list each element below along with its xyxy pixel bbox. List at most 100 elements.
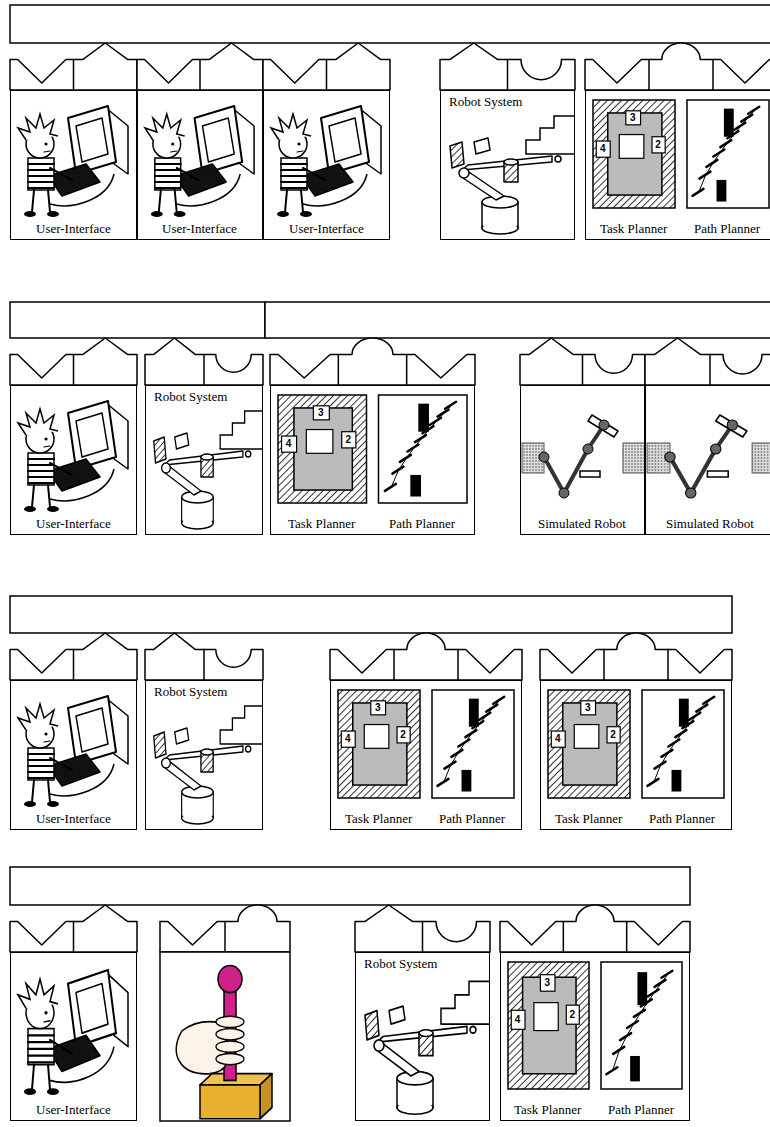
module-label: Task Planner [555, 811, 622, 826]
body [28, 748, 54, 780]
module-label: Task Planner [345, 811, 412, 826]
leg [48, 485, 50, 507]
robot-module: Robot System [145, 680, 263, 830]
task-block [313, 406, 329, 420]
callout-number: 2 [610, 729, 616, 740]
task-block [581, 701, 596, 715]
shoe [277, 211, 289, 217]
tab-divider [582, 354, 584, 385]
obstacle [630, 1056, 640, 1081]
shoe [24, 1088, 36, 1095]
stripe [28, 1061, 54, 1063]
module-label: User-Interface [289, 221, 364, 236]
connector-tab [585, 43, 770, 90]
stripe [155, 175, 181, 177]
mouth [171, 151, 177, 152]
path-step [713, 150, 724, 157]
tab-divider [73, 649, 75, 680]
path-step [445, 402, 456, 409]
tab-divider [203, 649, 205, 680]
module-label: Path Planner [608, 1102, 674, 1117]
task-block [342, 432, 356, 448]
screen [76, 413, 108, 457]
finger [216, 1053, 244, 1064]
planner-module: Task PlannerPath Planner342 [540, 680, 732, 830]
stripe [28, 482, 54, 484]
leg [48, 1065, 50, 1090]
mouth [44, 446, 50, 447]
gripper [246, 451, 251, 457]
obstacle [679, 699, 689, 727]
interface-module: User-Interface [10, 680, 137, 830]
leg [32, 1065, 34, 1090]
module-label: Path Planner [694, 221, 760, 236]
obstacle [752, 443, 770, 473]
tab-divider [73, 921, 75, 952]
stripe [155, 163, 181, 165]
shoe [24, 801, 36, 807]
callout-number: 3 [318, 407, 324, 418]
tab-divider [73, 59, 75, 90]
module-label: User-Interface [36, 221, 111, 236]
path-step [703, 697, 714, 704]
tab-divider [326, 59, 328, 90]
mouth [44, 741, 50, 742]
path-step [479, 713, 490, 720]
tab-divider [648, 59, 650, 90]
path-step [727, 131, 738, 138]
path-step [675, 730, 686, 737]
callout-number: 3 [375, 702, 381, 713]
module-label: User-Interface [36, 1102, 111, 1117]
planner-module: Task PlannerPath Planner342 [500, 952, 690, 1121]
user-interface-picture [18, 401, 128, 512]
path-step [465, 730, 476, 737]
tab-divider [393, 649, 395, 680]
interface-module: User-Interface [10, 952, 137, 1121]
tab-divider [199, 59, 201, 90]
finger [216, 1041, 244, 1052]
task-map [548, 690, 630, 798]
path-step [689, 713, 700, 720]
obstacle [637, 972, 647, 1005]
tab-divider [338, 354, 340, 385]
joint [162, 463, 171, 473]
connector-tab [10, 338, 137, 385]
screen [76, 118, 108, 162]
bar [707, 471, 728, 477]
module-label: Robot System [154, 684, 227, 699]
block [365, 1011, 379, 1040]
stripe [28, 759, 54, 761]
path-map [601, 962, 682, 1089]
stripe [281, 181, 307, 183]
module-label: Path Planner [649, 811, 715, 826]
joint [374, 1040, 384, 1051]
gripper [555, 156, 561, 162]
bus-bar [10, 867, 690, 905]
module-label: Task Planner [600, 221, 667, 236]
task-block [566, 1005, 579, 1024]
bar [580, 471, 600, 477]
stripe [281, 163, 307, 165]
module-label: Task Planner [288, 516, 355, 531]
block [389, 1006, 405, 1024]
path-curve [612, 975, 667, 1072]
task-block [282, 436, 297, 452]
module-label: Robot System [154, 389, 227, 404]
user-interface-picture [271, 106, 381, 217]
path-step [407, 445, 418, 452]
stairs [220, 448, 262, 450]
callout-number: 3 [585, 702, 591, 713]
path-step [415, 435, 426, 442]
robot-picture [365, 981, 489, 1114]
path-step [706, 160, 717, 167]
user-interface-picture [18, 970, 128, 1095]
path-step [734, 123, 745, 130]
leg [48, 190, 50, 212]
path-step [627, 1021, 638, 1028]
obstacle [418, 404, 429, 432]
callout-number: 4 [345, 733, 351, 744]
connector-tab [520, 338, 645, 385]
task-map [574, 725, 599, 749]
robot-module: Robot System [355, 952, 490, 1121]
path-curve [443, 701, 499, 783]
